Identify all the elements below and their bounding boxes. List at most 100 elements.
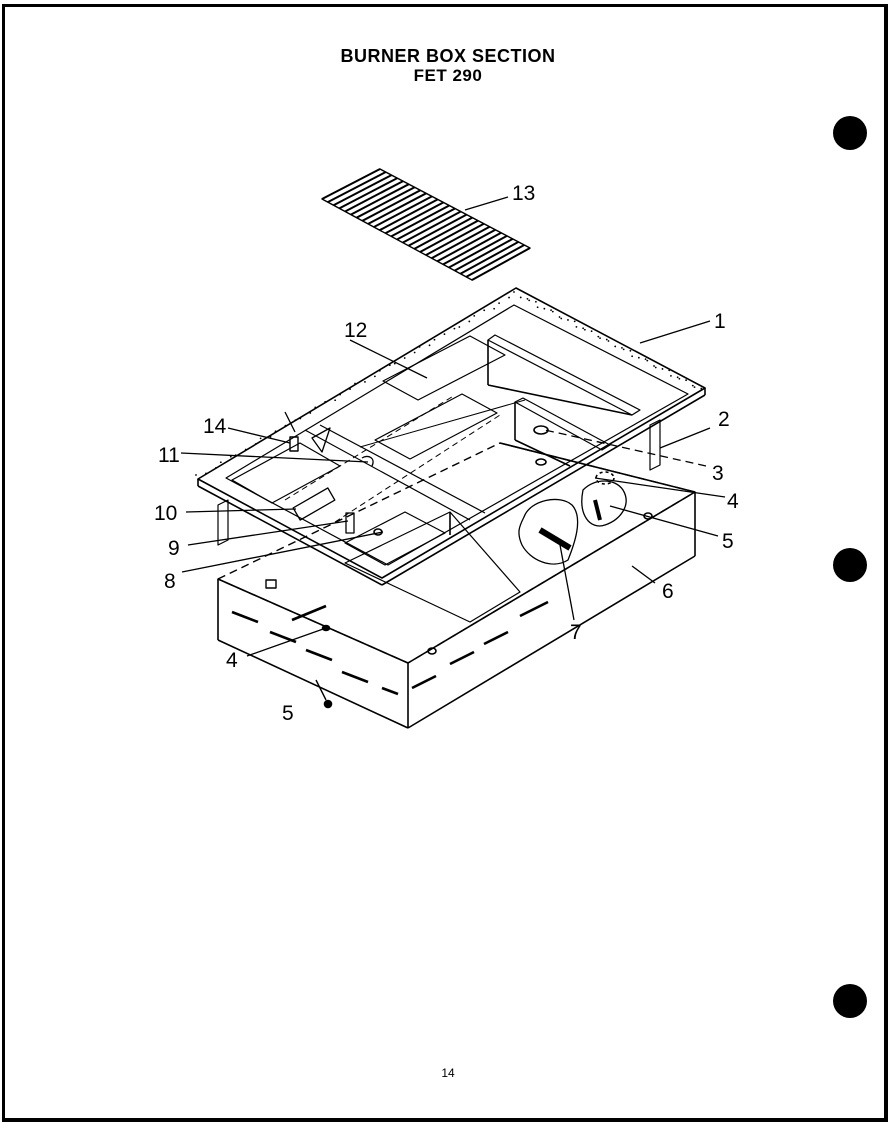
texture-dot	[646, 359, 649, 362]
callout-6: 6	[662, 580, 674, 603]
texture-dot	[259, 437, 262, 440]
callout-3: 3	[712, 462, 724, 485]
grate-bar	[361, 189, 421, 222]
texture-dot	[519, 296, 522, 299]
vent-slot	[411, 674, 437, 690]
model-number: FET 290	[413, 66, 483, 85]
page-border	[2, 4, 888, 1122]
grate-bar	[321, 168, 381, 200]
grate-bar	[454, 238, 514, 272]
texture-dot	[418, 346, 421, 348]
texture-dot	[508, 296, 510, 299]
texture-dot	[631, 355, 634, 358]
grate-bar	[390, 204, 450, 238]
texture-dot	[622, 348, 625, 351]
texture-dot	[473, 314, 476, 317]
grate-bar	[471, 247, 531, 281]
top-frame-part	[195, 287, 706, 586]
texture-dot	[309, 412, 312, 414]
vent-slot	[449, 650, 475, 666]
texture-dot	[334, 399, 337, 402]
texture-dot	[637, 356, 640, 359]
texture-dot	[274, 430, 277, 433]
texture-dot	[654, 366, 657, 369]
texture-dot	[468, 320, 471, 323]
leader-lines	[180, 196, 726, 657]
texture-dot	[244, 448, 247, 451]
binder-hole-top	[833, 116, 867, 150]
screw-part	[315, 679, 333, 709]
callout-7: 7	[570, 621, 582, 644]
grate-part	[321, 168, 531, 281]
texture-dot	[621, 347, 623, 349]
texture-dot	[550, 309, 552, 312]
callout-10: 10	[154, 502, 177, 525]
texture-dot	[413, 351, 416, 354]
grate-bar	[408, 213, 468, 247]
texture-dot	[590, 330, 593, 333]
texture-dot	[498, 302, 500, 305]
texture-dot	[364, 381, 366, 383]
grate-bar	[425, 222, 485, 256]
texture-dot	[205, 472, 207, 475]
texture-dot	[573, 320, 576, 323]
callout-5-lower: 5	[282, 702, 294, 725]
binder-hole-bottom	[833, 984, 867, 1018]
texture-dot	[676, 376, 679, 379]
grate-bar	[448, 234, 508, 269]
grate-bar	[402, 210, 462, 244]
vent-slot	[381, 686, 399, 696]
callout-4-lower: 4	[226, 649, 238, 672]
texture-dot	[685, 379, 687, 382]
texture-dot	[567, 319, 569, 321]
grate-bar	[419, 219, 479, 253]
texture-dot	[215, 466, 217, 469]
grate-bar	[327, 171, 387, 204]
callout-2: 2	[718, 408, 730, 431]
texture-dot	[526, 298, 529, 300]
vent-slot	[341, 670, 369, 684]
texture-dot	[294, 419, 297, 421]
grate-bar	[465, 244, 525, 278]
vent-slot	[231, 610, 259, 624]
grate-bar	[338, 177, 398, 210]
texture-dot	[428, 344, 431, 347]
texture-dot	[284, 424, 287, 427]
grate-bar	[413, 216, 473, 250]
burner-box-part	[217, 442, 696, 729]
texture-dot	[700, 387, 703, 390]
texture-dot	[378, 369, 381, 372]
grate-bar	[396, 207, 456, 241]
texture-dot	[691, 384, 694, 387]
grate-bar	[373, 195, 433, 228]
callout-14: 14	[203, 415, 227, 438]
callout-5: 5	[722, 530, 734, 553]
texture-dot	[403, 357, 406, 359]
binder-hole-middle	[833, 548, 867, 582]
texture-dot	[644, 358, 647, 361]
texture-dot	[693, 386, 696, 388]
grate-bar	[356, 186, 416, 219]
texture-dot	[433, 338, 436, 341]
texture-dot	[543, 307, 546, 310]
texture-dot	[393, 362, 396, 365]
texture-dot	[483, 309, 486, 312]
texture-dot	[219, 461, 222, 464]
texture-dot	[670, 374, 672, 377]
grate-bar	[384, 201, 444, 235]
texture-dot	[582, 327, 585, 330]
texture-dot	[324, 400, 327, 403]
grate-bar	[459, 241, 519, 275]
texture-dot	[597, 335, 600, 338]
texture-dot	[629, 349, 632, 352]
texture-dot	[661, 368, 664, 370]
vent-slot	[291, 604, 327, 622]
texture-dot	[314, 406, 317, 409]
callout-12: 12	[344, 319, 367, 342]
page-number: 14	[441, 1066, 455, 1080]
grate-bar	[431, 225, 491, 260]
texture-dot	[551, 310, 554, 313]
callout-1: 1	[714, 310, 726, 333]
texture-dot	[453, 327, 456, 330]
